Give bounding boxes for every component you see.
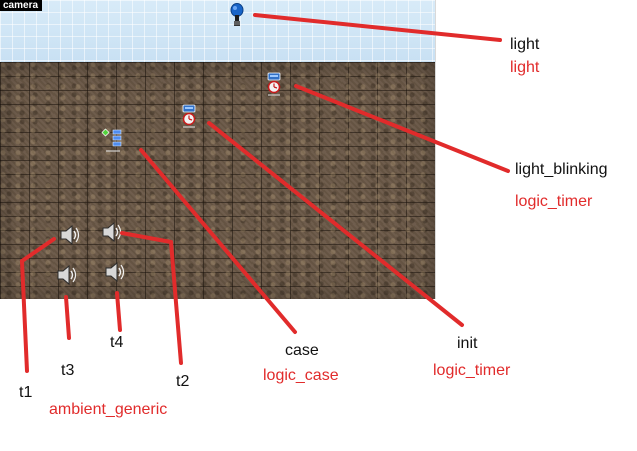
light-blinking-name-label: light_blinking (515, 161, 608, 178)
init-class-label: logic_timer (433, 362, 511, 379)
light-class-label: light (510, 59, 540, 76)
t2-label: t2 (176, 373, 190, 390)
light-bulb-icon[interactable] (229, 3, 245, 28)
level-editor-viewport[interactable]: camera (0, 0, 436, 299)
speaker-icon[interactable] (100, 220, 122, 244)
case-name-label: case (285, 342, 319, 359)
init-timer-icon[interactable] (179, 104, 199, 132)
light-blinking-class-label: logic_timer (515, 193, 593, 210)
speaker-icon[interactable] (103, 260, 125, 284)
light-blinking-timer-icon[interactable] (264, 72, 284, 100)
ambient-generic-class-label: ambient_generic (49, 401, 168, 418)
camera-label: camera (0, 0, 43, 11)
sky-grid-area (0, 0, 435, 63)
init-name-label: init (457, 335, 478, 352)
t3-label: t3 (61, 362, 75, 379)
t1-label: t1 (19, 384, 33, 401)
logic-case-icon[interactable] (101, 126, 125, 157)
speaker-icon[interactable] (55, 263, 77, 287)
case-class-label: logic_case (263, 367, 339, 384)
t4-label: t4 (110, 334, 124, 351)
light-name-label: light (510, 36, 540, 53)
speaker-icon[interactable] (58, 223, 80, 247)
